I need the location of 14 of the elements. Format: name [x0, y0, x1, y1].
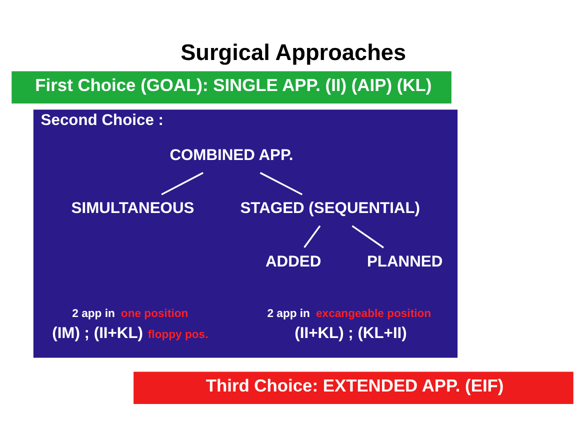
connector — [161, 172, 204, 195]
connector — [352, 224, 384, 248]
node-text: ADDED — [266, 252, 322, 270]
node-box: First Choice (GOAL): SINGLE APP. (II) (AIP) (KL) — [12, 70, 452, 103]
node-box: Third Choice: EXTENDED APP. (EIF) — [134, 371, 574, 404]
node-text: 2 app in one position (IM) ; (II+KL) floppy pos. — [52, 308, 208, 342]
node-text: COMBINED APP. — [170, 146, 294, 164]
node-text: STAGED (SEQUENTIAL) — [240, 200, 420, 217]
connector — [304, 224, 321, 248]
node-text: 2 app in excangeable position (II+KL) ; (KL+II) — [267, 308, 432, 342]
node-text: PLANNED — [366, 252, 443, 270]
diagram-title: Surgical Approaches — [180, 40, 406, 65]
node-text: SIMULTANEOUS — [71, 200, 194, 217]
connector — [260, 172, 303, 195]
